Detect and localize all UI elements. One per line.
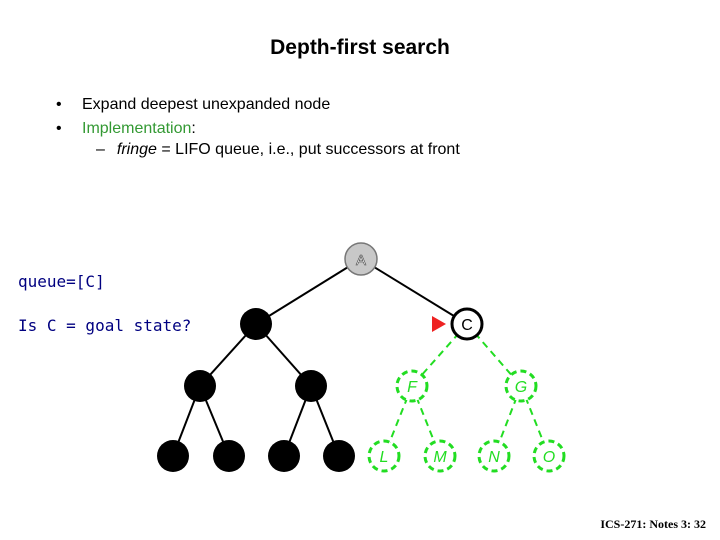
- tree-node-f: [395, 369, 429, 403]
- node-label-c: C: [461, 317, 473, 334]
- tree-node-a: [344, 242, 378, 276]
- queue-label: queue=[C]: [18, 272, 105, 291]
- goal-question: Is C = goal state?: [18, 316, 192, 335]
- tree-node-b: [240, 308, 272, 340]
- tree-node-c: [450, 307, 484, 341]
- bullet-dot-icon: •: [56, 96, 62, 113]
- node-label-a: A: [356, 252, 366, 269]
- bullet-highlight-text: Implementation: [82, 120, 192, 137]
- current-node-arrow-icon: [432, 316, 446, 332]
- tree-node-d: [184, 370, 216, 402]
- tree-node-n: [477, 439, 511, 473]
- slide-footer: ICS-271: Notes 3: 32: [600, 517, 706, 531]
- bullet-item: • Expand deepest unexpanded node: [56, 93, 330, 117]
- bullet-text: Expand deepest unexpanded node: [82, 96, 331, 113]
- sub-bullet-text: = LIFO queue, i.e., put successors at fr…: [156, 141, 460, 158]
- edge-a-b: [255, 258, 362, 325]
- bullet-item: • Implementation:: [56, 117, 330, 141]
- tree-node-e: [295, 370, 327, 402]
- bullet-list: • Expand deepest unexpanded node • Imple…: [56, 93, 330, 141]
- node-label-n: N: [488, 449, 500, 466]
- tree-node-g: [504, 369, 538, 403]
- slide-title: Depth-first search: [270, 36, 450, 59]
- sub-bullet-dash: –: [96, 141, 105, 158]
- node-label-f: F: [407, 379, 418, 396]
- sub-bullet: –fringe = LIFO queue, i.e., put successo…: [96, 141, 460, 159]
- tree-node-k: [323, 440, 355, 472]
- tree-node-m: [423, 439, 457, 473]
- tree-node-o: [532, 439, 566, 473]
- tree-node-j: [268, 440, 300, 472]
- node-label-m: M: [433, 449, 447, 466]
- bullet-text: :: [191, 120, 196, 137]
- node-label-o: O: [543, 449, 555, 466]
- edge-a-c: [360, 258, 468, 325]
- tree-edges: [172, 258, 550, 457]
- bullet-dot-icon: •: [56, 120, 62, 137]
- tree-node-i: [213, 440, 245, 472]
- node-label-g: G: [515, 379, 527, 396]
- tree-node-h: [157, 440, 189, 472]
- tree-node-l: [367, 439, 401, 473]
- sub-bullet-italic: fringe: [116, 141, 157, 158]
- node-label-l: L: [380, 449, 389, 466]
